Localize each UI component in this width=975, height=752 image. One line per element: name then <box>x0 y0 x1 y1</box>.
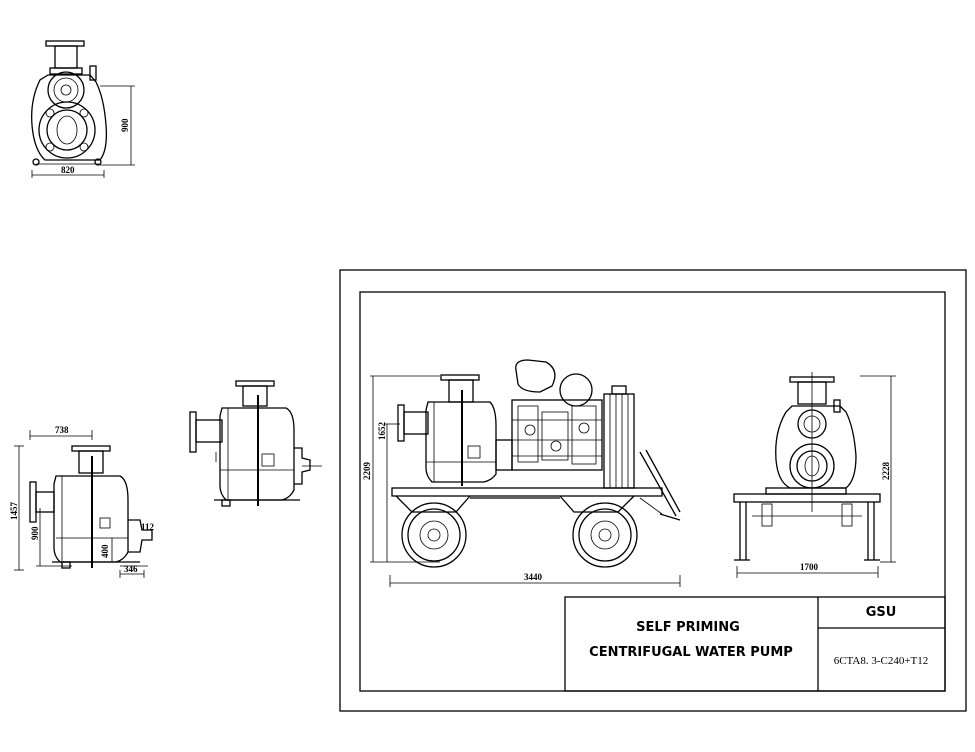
dim-side-height: 900 <box>30 526 40 540</box>
model-number: 6CTA8. 3-C240+T12 <box>834 655 929 667</box>
dim-trailer-height-total: 2209 <box>362 462 372 481</box>
outer-frame <box>339 269 967 712</box>
dim-side-total-height: 1457 <box>9 502 19 521</box>
trailer-side-view <box>370 359 681 587</box>
dim-end-height: 2228 <box>881 462 891 481</box>
company-name: GSU <box>866 605 897 620</box>
trailer-end-view <box>733 372 896 578</box>
title-line-2: CENTRIFUGAL WATER PUMP <box>589 645 793 660</box>
dim-trailer-length: 3440 <box>524 572 543 582</box>
dim-side-top-width: 738 <box>55 425 69 435</box>
pump-middle-view <box>189 380 322 507</box>
title-block <box>564 596 946 692</box>
pump-side-view <box>14 430 153 578</box>
dim-end-width: 1700 <box>800 562 819 572</box>
title-line-1: SELF PRIMING <box>636 620 740 635</box>
dim-front-width: 820 <box>61 165 75 175</box>
dim-front-height: 900 <box>120 118 130 132</box>
dim-side-400: 400 <box>100 544 110 558</box>
dim-side-346: 346 <box>124 564 138 574</box>
dim-side-112: 112 <box>141 522 155 532</box>
dim-trailer-height: 1652 <box>377 422 387 441</box>
pump-front-view <box>31 40 135 178</box>
